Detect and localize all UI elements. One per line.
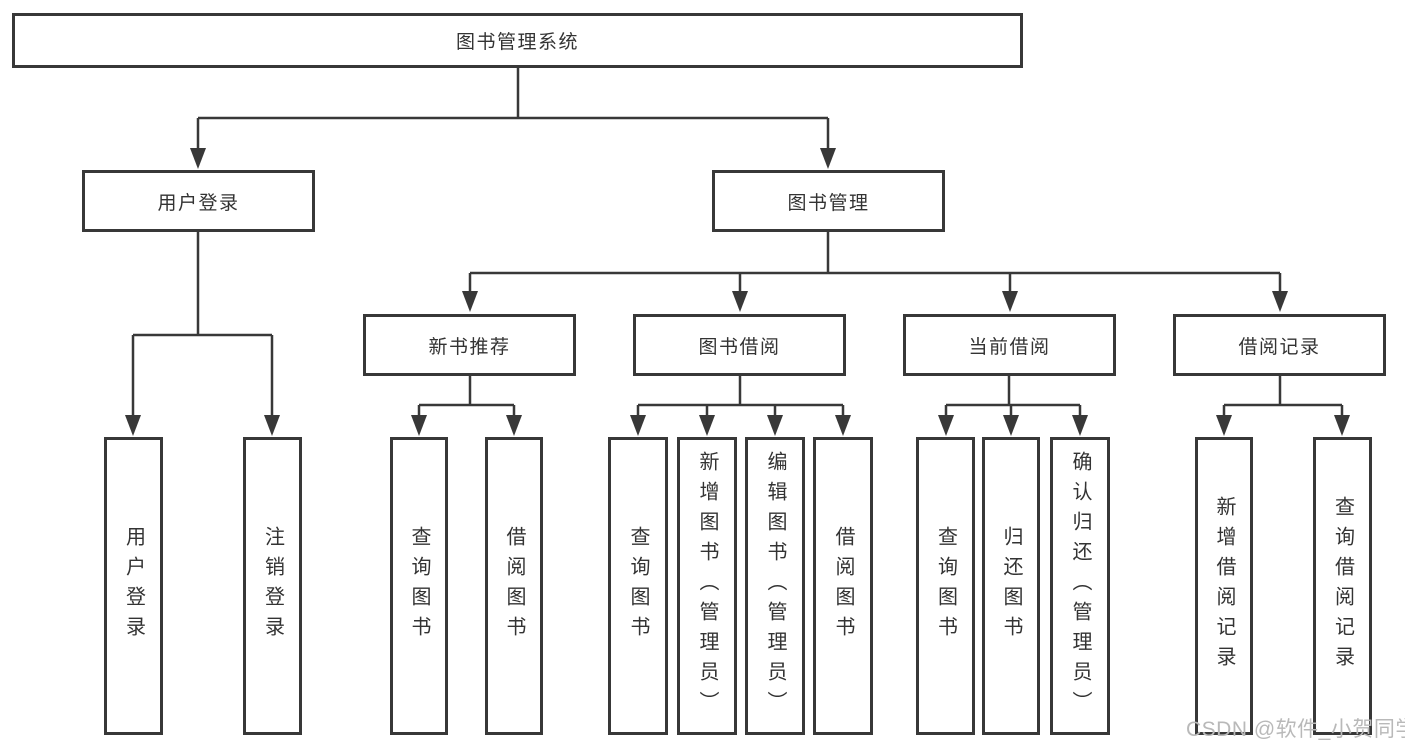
node-book-borrow-label: 图书借阅 <box>698 336 781 358</box>
leaf-borrow-books-2-label: 借阅图书 <box>832 526 854 646</box>
node-borrow-records: 借阅记录 <box>1173 314 1386 376</box>
leaf-query-books-1: 查询图书 <box>390 437 448 735</box>
leaf-query-books-2: 查询图书 <box>608 437 668 735</box>
leaf-add-book-admin: 新增图书（管理员） <box>677 437 737 735</box>
leaf-query-borrow-record-label: 查询借阅记录 <box>1331 496 1354 676</box>
leaf-return-books-label: 归还图书 <box>1000 526 1022 646</box>
node-book-management-label: 图书管理 <box>787 192 870 214</box>
leaf-confirm-return-admin-label: 确认归还（管理员） <box>1069 451 1091 721</box>
leaf-edit-book-admin-label: 编辑图书（管理员） <box>764 451 786 721</box>
leaf-add-book-admin-label: 新增图书（管理员） <box>696 451 718 721</box>
leaf-query-books-3-label: 查询图书 <box>934 526 957 646</box>
leaf-query-books-1-label: 查询图书 <box>408 526 430 646</box>
leaf-add-borrow-record: 新增借阅记录 <box>1195 437 1253 735</box>
leaf-confirm-return-admin: 确认归还（管理员） <box>1050 437 1110 735</box>
leaf-borrow-books-1: 借阅图书 <box>485 437 543 735</box>
node-book-borrow: 图书借阅 <box>633 314 846 376</box>
node-current-borrow: 当前借阅 <box>903 314 1116 376</box>
leaf-logout-label: 注销登录 <box>261 526 284 646</box>
leaf-return-books: 归还图书 <box>982 437 1040 735</box>
node-borrow-records-label: 借阅记录 <box>1238 336 1321 358</box>
node-new-book-recommend: 新书推荐 <box>363 314 576 376</box>
node-current-borrow-label: 当前借阅 <box>968 336 1051 358</box>
leaf-query-books-2-label: 查询图书 <box>627 526 649 646</box>
leaf-borrow-books-1-label: 借阅图书 <box>503 526 525 646</box>
leaf-edit-book-admin: 编辑图书（管理员） <box>745 437 805 735</box>
leaf-add-borrow-record-label: 新增借阅记录 <box>1213 496 1235 676</box>
node-root-label: 图书管理系统 <box>455 32 579 53</box>
leaf-query-books-3: 查询图书 <box>916 437 975 735</box>
leaf-user-login: 用户登录 <box>104 437 163 735</box>
watermark-text: CSDN @软件_小贺同学 <box>1186 718 1405 741</box>
node-user-login: 用户登录 <box>82 170 315 232</box>
leaf-user-login-label: 用户登录 <box>122 526 145 646</box>
node-root: 图书管理系统 <box>12 13 1023 68</box>
node-book-management: 图书管理 <box>712 170 945 232</box>
node-new-book-recommend-label: 新书推荐 <box>428 336 511 358</box>
arrowheads <box>125 148 1350 436</box>
leaf-logout: 注销登录 <box>243 437 302 735</box>
node-user-login-label: 用户登录 <box>157 192 240 214</box>
leaf-query-borrow-record: 查询借阅记录 <box>1313 437 1372 735</box>
leaf-borrow-books-2: 借阅图书 <box>813 437 873 735</box>
